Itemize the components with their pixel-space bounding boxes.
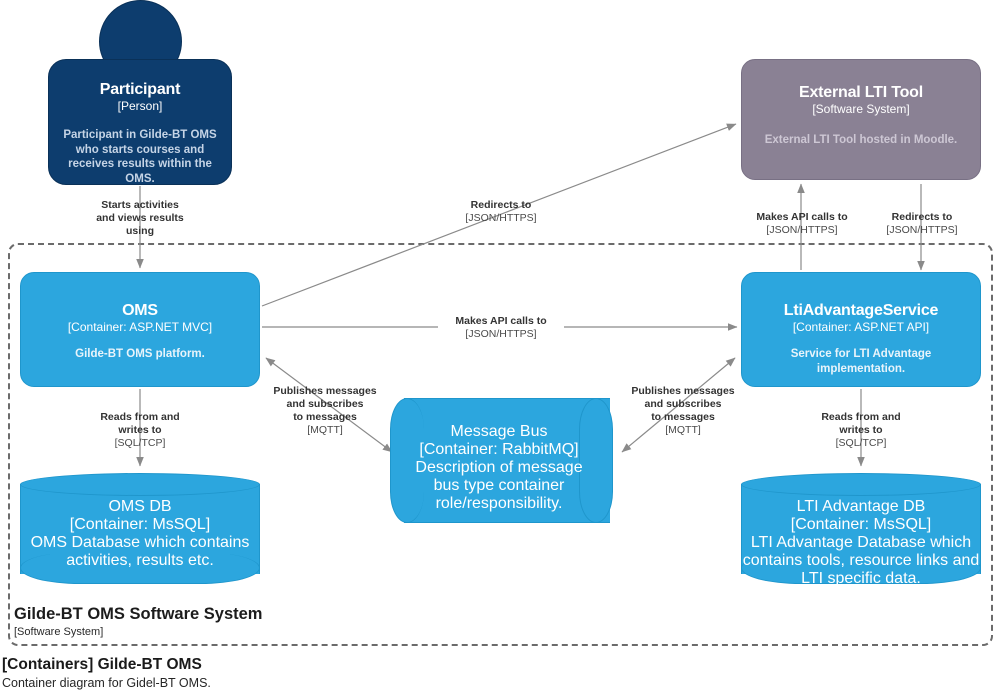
cylinder-top <box>20 473 260 496</box>
queue-left-cap <box>390 398 424 523</box>
cylinder-bottom <box>20 552 260 584</box>
queue-right-cap <box>579 398 613 523</box>
node-type: [Container: ASP.NET MVC] <box>67 320 213 334</box>
node-oms[interactable]: OMS [Container: ASP.NET MVC] Gilde-BT OM… <box>20 272 260 387</box>
node-description: Gilde-BT OMS platform. <box>75 348 205 360</box>
edge-lti-service-to-message-bus <box>621 357 736 453</box>
node-title: LTI Advantage DB <box>796 498 926 515</box>
node-title: External LTI Tool <box>798 84 923 101</box>
node-type: [Container: ASP.NET API] <box>792 320 930 334</box>
node-description: OMS Database which contains activities, … <box>30 534 250 569</box>
node-title: LtiAdvantageService <box>783 302 939 319</box>
node-external-lti-tool[interactable]: External LTI Tool [Software System] Exte… <box>741 59 981 180</box>
node-participant[interactable]: Participant [Person] Participant in Gild… <box>48 0 232 185</box>
node-title: OMS DB <box>108 498 172 515</box>
node-lti-advantage-service[interactable]: LtiAdvantageService [Container: ASP.NET … <box>741 272 981 387</box>
node-type: [Software System] <box>812 102 910 116</box>
node-title: Message Bus <box>450 423 548 440</box>
node-description: External LTI Tool hosted in Moodle. <box>764 134 958 146</box>
node-title: Participant <box>99 81 181 98</box>
node-type: [Container: RabbitMQ] <box>419 441 579 458</box>
node-label-group: LTI Advantage DB [Container: MsSQL] LTI … <box>741 498 981 588</box>
system-boundary <box>8 243 993 646</box>
node-description: Participant in Gilde-BT OMS who starts c… <box>63 129 217 185</box>
node-title: OMS <box>122 302 158 319</box>
node-description: LTI Advantage Database which contains to… <box>742 534 980 587</box>
node-type: [Person] <box>117 99 163 113</box>
node-lti-advantage-db[interactable]: LTI Advantage DB [Container: MsSQL] LTI … <box>741 473 981 588</box>
caption-subtitle: Container diagram for Gidel-BT OMS. <box>2 676 211 690</box>
person-body: Participant [Person] Participant in Gild… <box>48 59 232 185</box>
queue-body <box>404 398 610 523</box>
node-oms-db[interactable]: OMS DB [Container: MsSQL] OMS Database w… <box>20 473 260 585</box>
caption-title: [Containers] Gilde-BT OMS <box>2 656 202 673</box>
system-boundary-label: Gilde-BT OMS Software System [Software S… <box>14 604 262 640</box>
edge-oms-to-external-lti-tool <box>261 123 737 307</box>
node-description: Description of message bus type containe… <box>415 459 583 512</box>
boundary-type: [Software System] <box>14 626 104 638</box>
edge-oms-to-message-bus <box>265 357 393 453</box>
node-message-bus[interactable]: Message Bus [Container: RabbitMQ] Descri… <box>390 398 624 523</box>
cylinder-top <box>741 473 981 496</box>
diagram-caption: [Containers] Gilde-BT OMS Container diag… <box>2 655 211 691</box>
node-type: [Container: MsSQL] <box>790 516 932 533</box>
node-label-group: Message Bus [Container: RabbitMQ] Descri… <box>404 423 594 513</box>
boundary-title: Gilde-BT OMS Software System <box>14 605 263 623</box>
node-type: [Container: MsSQL] <box>69 516 211 533</box>
cylinder-bottom <box>741 552 981 584</box>
node-label-group: OMS DB [Container: MsSQL] OMS Database w… <box>20 498 260 570</box>
node-description: Service for LTI Advantage implementation… <box>790 348 932 375</box>
